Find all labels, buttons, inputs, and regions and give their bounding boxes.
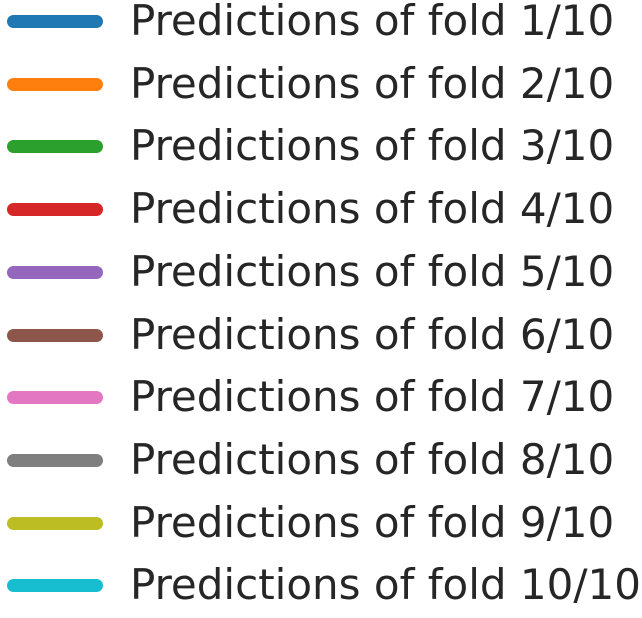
legend-entry: Predictions of fold 1/10 (0, 0, 642, 45)
legend-entry: Predictions of fold 4/10 (0, 184, 642, 234)
legend-entry: Predictions of fold 6/10 (0, 309, 642, 359)
legend-label: Predictions of fold 9/10 (130, 497, 615, 547)
legend-swatch (7, 140, 103, 154)
legend-label: Predictions of fold 7/10 (130, 372, 615, 422)
legend-swatch (7, 579, 103, 593)
legend-entry: Predictions of fold 7/10 (0, 372, 642, 422)
legend-label: Predictions of fold 10/10 (130, 560, 641, 610)
legend-swatch (7, 328, 103, 342)
legend-label: Predictions of fold 8/10 (130, 434, 615, 484)
legend-swatch (7, 203, 103, 217)
legend-swatch (7, 77, 103, 91)
legend-swatch (7, 15, 103, 28)
legend-label: Predictions of fold 4/10 (130, 184, 615, 234)
legend-entry: Predictions of fold 2/10 (0, 58, 642, 108)
legend-swatch (7, 391, 103, 405)
legend-label: Predictions of fold 3/10 (130, 121, 615, 171)
legend-entry: Predictions of fold 9/10 (0, 497, 642, 547)
legend-label: Predictions of fold 2/10 (130, 58, 615, 108)
legend-swatch (7, 516, 103, 530)
legend-swatch (7, 453, 103, 467)
legend-swatch (7, 265, 103, 279)
legend-entry: Predictions of fold 8/10 (0, 434, 642, 484)
legend-label: Predictions of fold 5/10 (130, 246, 615, 296)
legend-entry: Predictions of fold 5/10 (0, 246, 642, 296)
legend-label: Predictions of fold 6/10 (130, 309, 615, 359)
legend-entry: Predictions of fold 10/10 (0, 560, 642, 610)
legend-entry: Predictions of fold 3/10 (0, 121, 642, 171)
legend-label: Predictions of fold 1/10 (130, 0, 615, 45)
